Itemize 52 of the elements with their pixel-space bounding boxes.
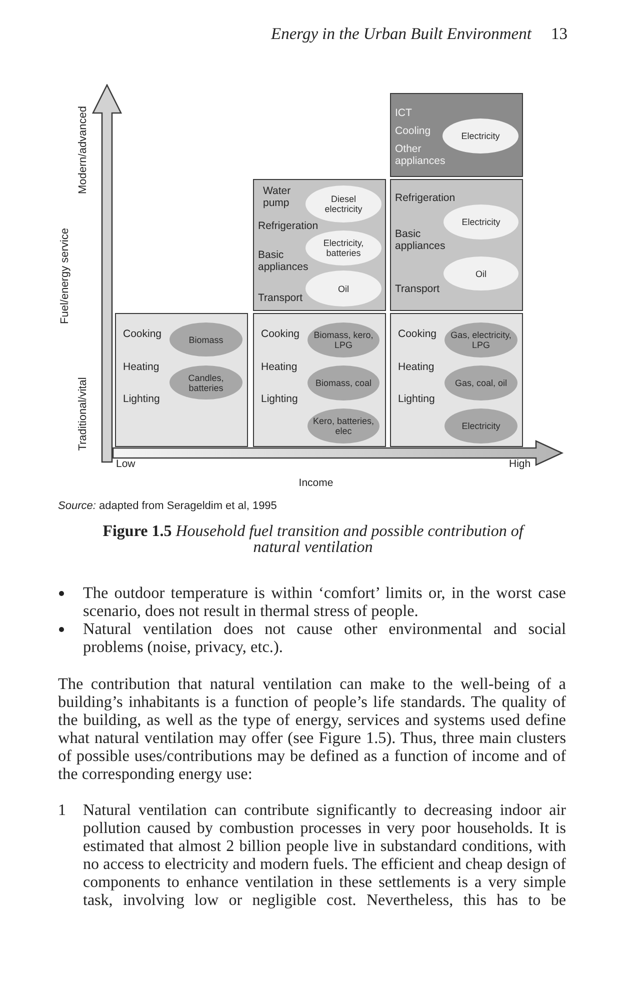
service-label: ICT: [395, 107, 412, 119]
service-label: Lighting: [261, 393, 298, 405]
fuel-ellipse: Candles, batteries: [169, 365, 243, 400]
body-paragraph: The contribution that natural ventilation can make to the well-being of a building’s inhabitants is a function of people’s life standards. The quality of the building, as well as the type of energy, services and systems used define what natural ventilation may offer (see Figure 1.5). Thus, three main clusters of possible uses/contributions may be defined as a function of income and of the corresponding energy use:: [58, 675, 566, 784]
service-label: Cooking: [123, 328, 162, 340]
list-number: 1: [58, 802, 66, 820]
fuel-ellipse: Oil: [305, 270, 382, 307]
service-panel: [390, 179, 523, 311]
fuel-ellipse: Biomass: [169, 322, 243, 357]
figure-caption: Figure 1.5 Household fuel transition and possible contribution of natural ventilation: [102, 524, 526, 556]
axis-label: Modern/advanced: [77, 106, 89, 194]
service-panel: [390, 93, 523, 177]
fuel-ellipse: Gas, electricity, LPG: [444, 322, 518, 358]
fuel-ellipse: Electricity, batteries: [305, 230, 382, 266]
fuel-ellipse: Gas, coal, oil: [444, 365, 518, 401]
bullet-text: Natural ventilation does not cause other environmental and social problems (noise, privacy, etc.).: [83, 620, 566, 656]
service-label: Heating: [398, 361, 434, 373]
axis-label: Traditional/vital: [77, 377, 89, 451]
fuel-ellipse: Diesel electricity: [305, 185, 382, 223]
service-label: Cooking: [261, 328, 300, 340]
service-label: Water pump: [263, 185, 291, 209]
service-label: Heating: [123, 361, 160, 373]
fuel-ellipse: Electricity: [443, 204, 519, 240]
service-label: Cooking: [398, 328, 437, 340]
source-note: Source: adapted from Serageldim et al, 1995: [58, 500, 277, 512]
list-item-text: Natural ventilation can contribute significantly to decreasing indoor air pollution caused by combustion processes in very poor households. It is estimated that almost 2 billion people live in substandard conditions, with no access to electricity and modern fuels. The efficient and cheap design of components to enhance ventilation in these settlements is a very simple task, involving low or negligible cost. Nevertheless, this has to be: [83, 802, 566, 911]
fuel-ellipse: Oil: [443, 256, 519, 291]
fuel-ellipse: Electricity: [444, 408, 518, 444]
service-label: Transport: [395, 283, 440, 295]
service-label: Basic appliances: [395, 228, 446, 252]
service-label: Lighting: [398, 393, 435, 405]
service-panel: [253, 313, 386, 447]
axis-label: High: [509, 458, 531, 470]
service-label: Transport: [258, 292, 303, 304]
axis-label: Income: [298, 477, 334, 489]
service-label: Heating: [261, 361, 298, 373]
fuel-ellipse: Kero, batteries, elec: [307, 408, 380, 444]
service-label: Cooling: [395, 125, 431, 137]
service-panel: [390, 313, 523, 447]
page-number: 13: [551, 24, 568, 44]
service-label: Refrigeration: [395, 192, 456, 204]
running-header: Energy in the Urban Built Environment: [271, 24, 532, 44]
service-panel: [253, 179, 386, 311]
bullet-text: The outdoor temperature is within ‘comfort’ limits or, in the worst case scenario, does not result in thermal stress of people.: [83, 584, 566, 620]
service-panel: [115, 313, 248, 447]
fuel-ellipse: Biomass, coal: [307, 365, 380, 401]
axis-label: Fuel/energy service: [59, 228, 71, 324]
axis-label: Low: [116, 458, 136, 470]
fuel-ellipse: Biomass, kero, LPG: [307, 322, 380, 358]
fuel-ellipse: Electricity: [442, 118, 519, 154]
service-label: Lighting: [123, 393, 160, 405]
service-label: Refrigeration: [258, 220, 318, 232]
